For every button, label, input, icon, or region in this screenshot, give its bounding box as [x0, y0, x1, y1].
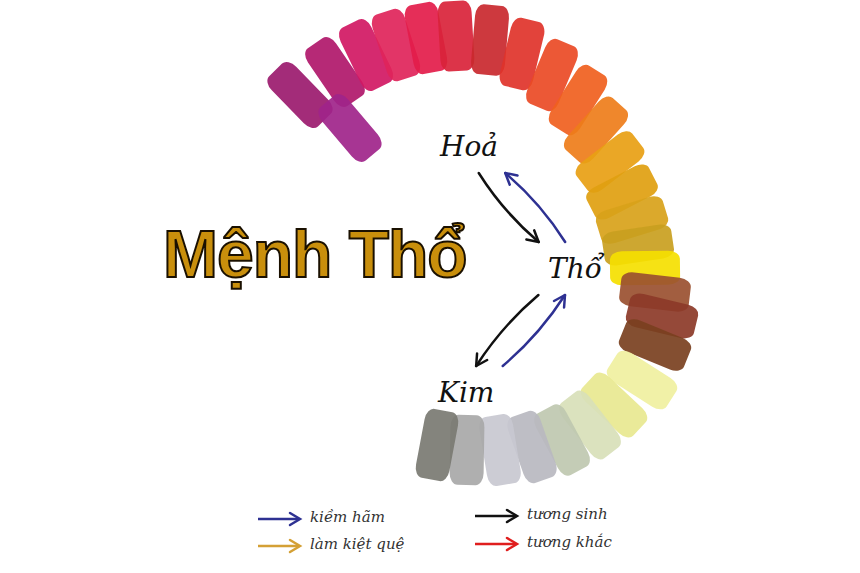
element-name: Thổ — [548, 252, 602, 285]
legend-label: làm kiệt quệ — [310, 535, 404, 553]
cycle-arrow — [479, 173, 539, 242]
brush-stroke — [437, 0, 475, 72]
brush-stroke — [314, 90, 385, 165]
cycle-arrow — [505, 173, 565, 242]
legend-label: tương sinh — [527, 505, 608, 523]
legend-label: kiềm hãm — [310, 508, 385, 526]
element-name: Hoả — [440, 130, 498, 163]
cycle-arrow — [503, 295, 565, 366]
legend-arrow — [475, 510, 517, 522]
element-node: Kim — [432, 372, 500, 413]
brush-stroke — [414, 407, 460, 482]
legend-arrow — [258, 513, 300, 525]
element-node: Hoả — [434, 126, 504, 167]
legend-label: tương khắc — [527, 533, 612, 551]
legend-arrow — [475, 538, 517, 550]
legend-arrow — [258, 540, 300, 552]
element-name: Kim — [438, 376, 494, 409]
element-node: Thổ — [542, 248, 608, 289]
diagram-title: Mệnh Thổ — [163, 216, 467, 292]
cycle-arrow — [476, 295, 538, 366]
brush-stroke — [477, 413, 522, 488]
